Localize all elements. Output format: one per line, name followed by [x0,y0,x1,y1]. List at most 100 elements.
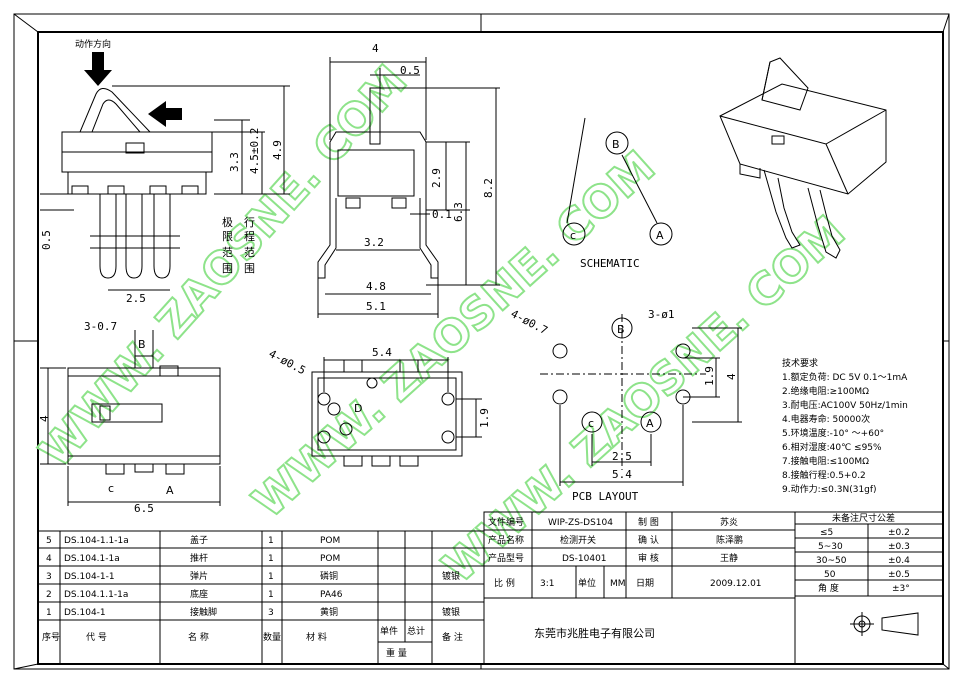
side-view: 动作方向 3.3 4.5±0.2 4.9 0.5 2.5 极 限 范 围 行 [40,38,290,305]
svg-text:确 认: 确 认 [638,534,659,546]
svg-text:5.1: 5.1 [366,300,386,313]
svg-text:DS.104-1.1-1a: DS.104-1.1-1a [64,536,129,546]
svg-text:0.1: 0.1 [432,208,452,221]
svg-text:3.耐电压:AC100V 50Hz/1min: 3.耐电压:AC100V 50Hz/1min [782,399,908,411]
svg-text:单件: 单件 [380,625,398,637]
svg-text:3.2: 3.2 [364,236,384,249]
svg-text:3-0.7: 3-0.7 [84,320,117,333]
left-arrow-icon [148,101,182,127]
title-block: 文件编号 WIP-ZS-DS104 制 图 苏炎 产品名称 检测开关 确 认 陈… [483,511,796,665]
svg-text:4: 4 [46,554,52,564]
svg-text:MM: MM [610,579,626,589]
svg-text:c: c [570,229,576,242]
company-name: 东莞市兆胜电子有限公司 [534,626,655,640]
svg-text:±0.3: ±0.3 [888,542,910,552]
watermark-layer: WWW. ZAOSNE. COM WWW. ZAOSNE. COM WWW. Z… [29,55,856,594]
bom-row: 4 DS.104.1-1a 推杆 1 POM [46,552,340,564]
svg-text:1: 1 [268,572,274,582]
terminal-pin [99,194,117,279]
svg-text:序号: 序号 [42,631,60,643]
svg-text:6.相对湿度:40℃ ≤95%: 6.相对湿度:40℃ ≤95% [782,441,882,453]
svg-text:材 料: 材 料 [306,631,327,643]
svg-text:50: 50 [824,570,836,580]
svg-text:4-ø0.7: 4-ø0.7 [509,307,550,337]
isometric-view [719,57,887,259]
top-view: 3-0.7 4 6.5 B c A [38,320,221,515]
svg-text:DS.104-1: DS.104-1 [64,608,106,618]
svg-text:B: B [612,138,620,151]
svg-text:2.绝缘电阻:≥100MΩ: 2.绝缘电阻:≥100MΩ [782,385,869,397]
front-view: 4 0.5 2.9 8.2 6.3 0.1 3.2 4.8 5.1 [317,42,500,318]
svg-text:1.额定负荷: DC 5V 0.1～1mA: 1.额定负荷: DC 5V 0.1～1mA [782,371,908,383]
svg-text:5: 5 [46,536,52,546]
svg-text:技术要求: 技术要求 [782,357,818,369]
svg-text:30~50: 30~50 [816,556,847,566]
action-direction-label: 动作方向 [75,38,111,50]
svg-text:4.8: 4.8 [366,280,386,293]
svg-text:B: B [138,338,146,351]
svg-text:D: D [354,402,362,415]
svg-text:接触脚: 接触脚 [190,606,217,618]
svg-text:0.5: 0.5 [400,64,420,77]
svg-text:3: 3 [268,608,274,618]
svg-text:A: A [656,229,664,242]
svg-text:5~30: 5~30 [818,542,843,552]
svg-text:行: 行 [244,216,255,229]
svg-text:6.3: 6.3 [452,202,465,222]
svg-text:底座: 底座 [190,588,208,600]
svg-text:角 度: 角 度 [818,582,839,594]
schematic: B c A SCHEMATIC [562,117,673,270]
svg-text:未备注尺寸公差: 未备注尺寸公差 [832,512,895,524]
svg-text:4: 4 [372,42,379,55]
bom-row: 5 DS.104-1.1-1a 盖子 1 POM [46,534,340,546]
svg-text:围: 围 [244,262,255,275]
slider-slot [91,403,163,423]
svg-text:6.5: 6.5 [134,502,154,515]
svg-text:4.电器寿命: 50000次: 4.电器寿命: 50000次 [782,413,870,425]
svg-text:8.接触行程:0.5+0.2: 8.接触行程:0.5+0.2 [782,469,866,481]
svg-text:备 注: 备 注 [442,631,463,643]
svg-text:4: 4 [38,415,51,422]
svg-text:2009.12.01: 2009.12.01 [710,579,762,589]
svg-text:±0.2: ±0.2 [888,528,910,538]
schematic-title: SCHEMATIC [580,257,640,270]
svg-text:c: c [588,417,594,430]
svg-text:日期: 日期 [636,578,654,589]
svg-text:DS.104.1-1a: DS.104.1-1a [64,554,120,564]
terminal-pin [153,194,171,279]
svg-text:单位: 单位 [578,577,596,589]
svg-text:推杆: 推杆 [190,552,208,564]
svg-text:7.接触电阻:≤100MΩ: 7.接触电阻:≤100MΩ [782,455,869,467]
svg-text:4.9: 4.9 [271,140,284,160]
svg-text:WIP-ZS-DS104: WIP-ZS-DS104 [548,518,613,528]
svg-text:1: 1 [46,608,52,618]
svg-text:±0.4: ±0.4 [888,556,910,566]
svg-text:黄铜: 黄铜 [320,606,338,618]
terminal-pin [125,194,143,279]
svg-text:限: 限 [222,230,233,243]
down-arrow-icon [84,52,112,86]
svg-text:A: A [646,417,654,430]
svg-text:3: 3 [46,572,52,582]
svg-text:数量: 数量 [263,631,281,643]
svg-text:POM: POM [320,536,340,546]
svg-text:1.9: 1.9 [478,408,491,428]
svg-text:9.动作力:≤0.3N(31gf): 9.动作力:≤0.3N(31gf) [782,483,877,495]
svg-text:盖子: 盖子 [190,534,208,546]
svg-text:名 称: 名 称 [188,631,209,643]
pin-c-circle [562,222,586,246]
svg-text:镀银: 镀银 [442,606,460,618]
svg-text:4: 4 [725,373,738,380]
svg-text:2: 2 [46,590,52,600]
svg-text:2.9: 2.9 [430,168,443,188]
svg-text:代 号: 代 号 [86,632,107,643]
svg-text:范: 范 [244,245,255,259]
svg-text:3:1: 3:1 [540,579,554,589]
svg-text:1: 1 [268,536,274,546]
svg-text:弹片: 弹片 [190,570,208,582]
svg-text:4-ø0.5: 4-ø0.5 [267,347,308,377]
svg-text:5.4: 5.4 [372,346,392,359]
svg-text:≤5: ≤5 [820,528,833,538]
svg-text:8.2: 8.2 [482,178,495,198]
bom-row: 1 DS.104-1 接触脚 3 黄铜 镀银 [46,606,460,618]
